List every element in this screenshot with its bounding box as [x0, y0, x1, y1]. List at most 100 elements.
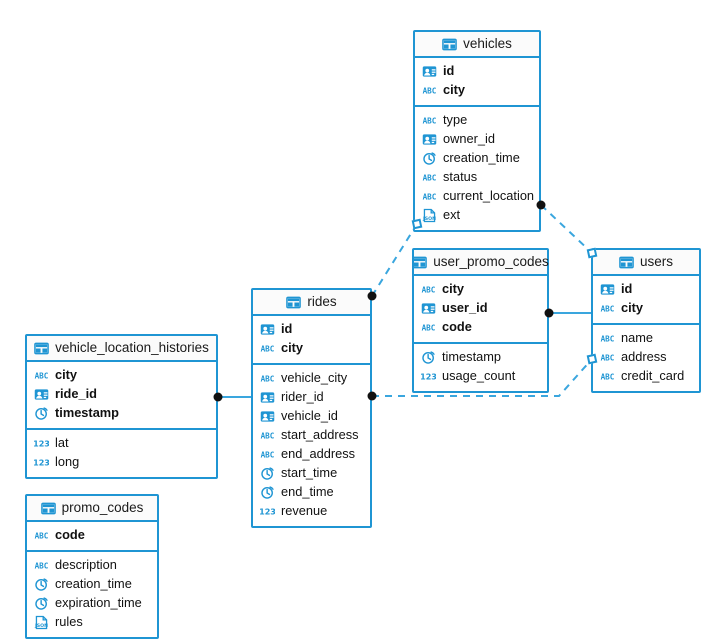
edge-endpoint-square: [411, 218, 423, 230]
column-row[interactable]: ride_id: [27, 385, 216, 404]
json-icon: JSON: [422, 208, 437, 223]
column-name: ride_id: [55, 386, 97, 402]
column-name: creation_time: [443, 150, 520, 166]
column-name: credit_card: [621, 368, 685, 384]
column-name: end_address: [281, 446, 355, 462]
column-name: code: [55, 527, 85, 543]
column-row[interactable]: owner_id: [415, 130, 539, 149]
table-header[interactable]: user_promo_codes: [412, 250, 549, 276]
table-title: vehicles: [463, 36, 512, 52]
svg-text:ABC: ABC: [423, 87, 437, 96]
column-row[interactable]: ABC credit_card: [593, 367, 699, 386]
table-title: users: [639, 254, 673, 270]
column-name: start_time: [281, 465, 338, 481]
abc-icon: ABC: [600, 369, 615, 384]
svg-text:ABC: ABC: [35, 372, 49, 381]
column-row[interactable]: 123revenue: [253, 502, 370, 521]
table-header[interactable]: vehicles: [415, 32, 539, 58]
column-row[interactable]: creation_time: [415, 149, 539, 168]
columns-section: timestamp123usage_count: [414, 344, 547, 391]
column-name: lat: [55, 435, 69, 451]
column-row[interactable]: expiration_time: [27, 594, 157, 613]
table-header[interactable]: vehicle_location_histories: [27, 336, 216, 362]
abc-icon: ABC: [422, 113, 437, 128]
id-card-icon: [422, 64, 437, 79]
svg-text:ABC: ABC: [423, 193, 437, 202]
table-header[interactable]: promo_codes: [27, 496, 157, 522]
clock-icon: [34, 596, 49, 611]
column-name: id: [621, 281, 633, 297]
table-header[interactable]: rides: [253, 290, 370, 316]
column-row[interactable]: creation_time: [27, 575, 157, 594]
svg-text:ABC: ABC: [423, 117, 437, 126]
column-name: ext: [443, 207, 461, 223]
column-name: vehicle_id: [281, 408, 338, 424]
column-row[interactable]: rider_id: [253, 388, 370, 407]
json-icon: JSON: [34, 615, 49, 630]
clock-icon: [34, 406, 49, 421]
abc-icon: ABC: [421, 282, 436, 297]
column-row[interactable]: id: [593, 280, 699, 299]
column-row[interactable]: timestamp: [27, 404, 216, 423]
column-name: city: [442, 281, 465, 297]
edge-endpoint-square: [586, 353, 598, 365]
column-name: type: [443, 112, 468, 128]
table-icon: [442, 37, 457, 52]
column-name: owner_id: [443, 131, 495, 147]
svg-text:ABC: ABC: [422, 324, 436, 333]
id-card-icon: [422, 132, 437, 147]
column-row[interactable]: vehicle_id: [253, 407, 370, 426]
column-row[interactable]: ABC type: [415, 111, 539, 130]
svg-text:ABC: ABC: [261, 432, 275, 441]
column-row[interactable]: user_id: [414, 299, 547, 318]
svg-text:123: 123: [260, 507, 275, 516]
column-row[interactable]: timestamp: [414, 348, 547, 367]
column-row[interactable]: ABC address: [593, 348, 699, 367]
svg-text:ABC: ABC: [422, 286, 436, 295]
column-row[interactable]: end_time: [253, 483, 370, 502]
column-row[interactable]: 123usage_count: [414, 367, 547, 386]
table-header[interactable]: users: [593, 250, 699, 276]
column-name: name: [621, 330, 654, 346]
primary-key-section: ABC code: [27, 522, 157, 552]
svg-text:ABC: ABC: [261, 375, 275, 384]
column-row[interactable]: JSON ext: [415, 206, 539, 225]
table-icon: [619, 255, 634, 270]
column-row[interactable]: ABC start_address: [253, 426, 370, 445]
column-row[interactable]: ABC city: [414, 280, 547, 299]
clock-icon: [260, 466, 275, 481]
column-row[interactable]: id: [415, 62, 539, 81]
column-row[interactable]: 123long: [27, 453, 216, 472]
table-title: user_promo_codes: [433, 254, 549, 270]
clock-icon: [260, 485, 275, 500]
column-name: start_address: [281, 427, 359, 443]
column-row[interactable]: start_time: [253, 464, 370, 483]
svg-text:ABC: ABC: [601, 354, 615, 363]
column-name: address: [621, 349, 667, 365]
column-row[interactable]: ABC code: [27, 526, 157, 545]
column-row[interactable]: 123lat: [27, 434, 216, 453]
abc-icon: ABC: [34, 528, 49, 543]
column-row[interactable]: id: [253, 320, 370, 339]
column-name: expiration_time: [55, 595, 142, 611]
